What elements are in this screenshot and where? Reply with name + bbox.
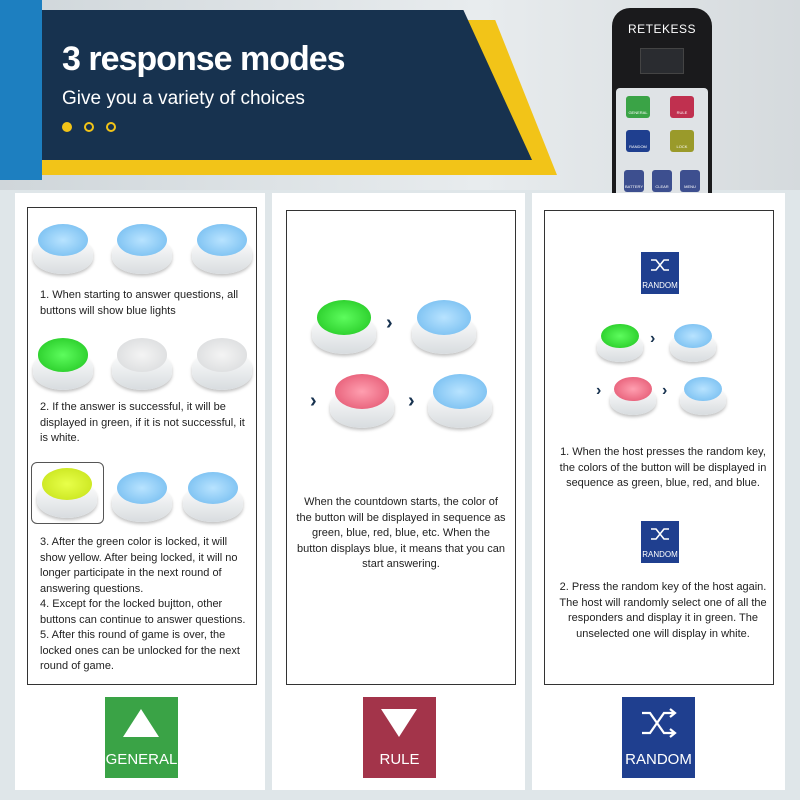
arrow-icon: › [310,390,317,412]
random-step-2: 2. Press the random key of the host agai… [559,581,767,640]
page-subtitle: Give you a variety of choices [62,88,305,109]
general-step-2: 2. If the answer is successful, it will … [40,401,245,444]
rule-box [286,210,516,685]
random-mode-icon: RANDOM [622,697,695,778]
button-blue [192,222,252,274]
button-blue [680,375,726,415]
remote-key-clear: CLEAR [652,170,672,192]
general-steps-3-5: 3. After the green color is locked, it w… [40,536,246,672]
random-step-1: 1. When the host presses the random key,… [559,446,767,489]
triangle-down-icon [381,709,417,737]
general-box [27,207,257,685]
triangle-up-icon [123,709,159,737]
button-white [112,336,172,390]
random-label: RANDOM [625,751,692,768]
shuffle-icon [651,528,669,540]
remote-key-general: GENERAL [626,96,650,118]
remote-key-lock: LOCK [670,130,694,152]
rule-label: RULE [379,751,420,768]
random-key-icon: RANDOM [641,252,679,294]
locked-highlight [31,462,104,524]
button-blue [112,470,172,522]
remote-key-random: RANDOM [626,130,650,152]
remote-key-rule: RULE [670,96,694,118]
button-blue [428,372,492,428]
random-key-label: RANDOM [642,550,678,559]
button-green [597,322,643,362]
general-mode-icon: GENERAL [105,697,178,778]
arrow-icon: › [408,390,415,412]
button-blue [183,470,243,522]
rule-mode-icon: RULE [363,697,436,778]
banner [42,10,532,160]
arrow-icon: › [650,330,656,347]
general-label: GENERAL [105,751,178,768]
remote-control-image: RETEKESS GENERAL RULE RANDOM LOCK BATTER… [612,8,712,215]
shuffle-icon [642,708,677,738]
button-red [610,375,656,415]
arrow-icon: › [386,312,393,334]
arrow-icon: › [596,382,602,399]
remote-key-battery: BATTERY [624,170,644,192]
page-title: 3 response modes [62,40,346,78]
rule-description: When the countdown starts, the color of … [296,496,506,570]
accent-bar [0,0,42,180]
arrow-icon: › [662,382,668,399]
button-red [330,372,394,428]
button-blue [112,222,172,274]
random-key-icon: RANDOM [641,521,679,563]
remote-screen [640,48,684,74]
general-step-1: 1. When starting to answer questions, al… [40,289,239,317]
button-green [312,298,376,354]
button-white [192,336,252,390]
random-key-label: RANDOM [642,281,678,290]
button-blue [412,298,476,354]
remote-key-menu: MENU [680,170,700,192]
button-green [33,336,93,390]
remote-brand: RETEKESS [627,22,697,36]
button-yellow [37,466,97,518]
dots-decoration [62,122,116,132]
button-blue [33,222,93,274]
shuffle-icon [651,259,669,271]
button-blue [670,322,716,362]
